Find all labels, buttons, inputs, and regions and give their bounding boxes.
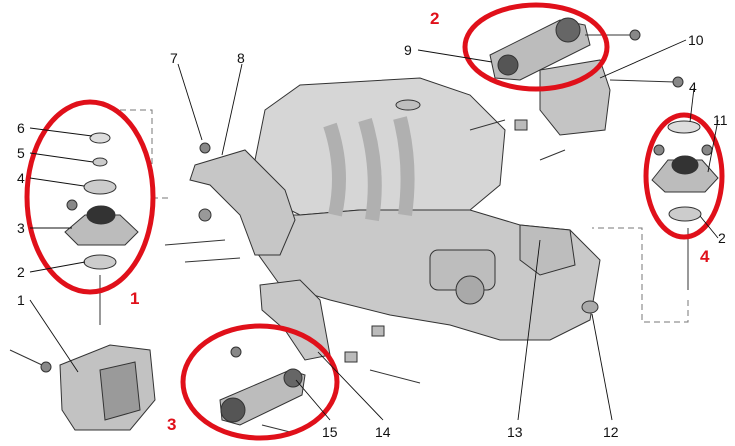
highlight-ring-4: [643, 112, 725, 240]
label-15: 15: [322, 424, 338, 440]
group-label-1: 1: [130, 289, 139, 308]
lower-shield: [9, 344, 156, 431]
label-5: 5: [17, 145, 25, 161]
label-2-right: 2: [718, 230, 726, 246]
left-mount-stack: [64, 132, 139, 325]
left-bracket: [164, 142, 296, 263]
label-3: 3: [17, 220, 25, 236]
label-11: 11: [713, 112, 728, 128]
label-10: 10: [688, 32, 704, 48]
highlight-ring-2: [462, 2, 610, 92]
dashed-guide-left: [120, 109, 168, 199]
dashed-guide-right: [592, 227, 689, 323]
label-4-left: 4: [17, 170, 25, 186]
label-14: 14: [375, 424, 391, 440]
label-9: 9: [404, 42, 412, 58]
part-12-bushing: [581, 300, 599, 314]
group-label-2: 2: [430, 9, 439, 28]
group-label-3: 3: [167, 415, 176, 434]
group-label-4: 4: [700, 247, 710, 266]
label-8: 8: [237, 50, 245, 66]
label-13: 13: [507, 424, 523, 440]
top-torque-rod: [489, 17, 641, 81]
highlight-ring-1: [24, 99, 156, 295]
lower-torque-rod: [219, 346, 306, 433]
upper-bracket: [469, 59, 684, 161]
leader-lines: [29, 39, 719, 421]
label-7: 7: [170, 50, 178, 66]
right-mount-stack: [651, 120, 719, 290]
engine-assembly: [254, 77, 601, 341]
label-1: 1: [17, 292, 25, 308]
label-2-left: 2: [17, 264, 25, 280]
label-12: 12: [603, 424, 619, 440]
highlight-ring-3: [180, 323, 340, 441]
label-4-right: 4: [689, 79, 697, 95]
label-6: 6: [17, 120, 25, 136]
